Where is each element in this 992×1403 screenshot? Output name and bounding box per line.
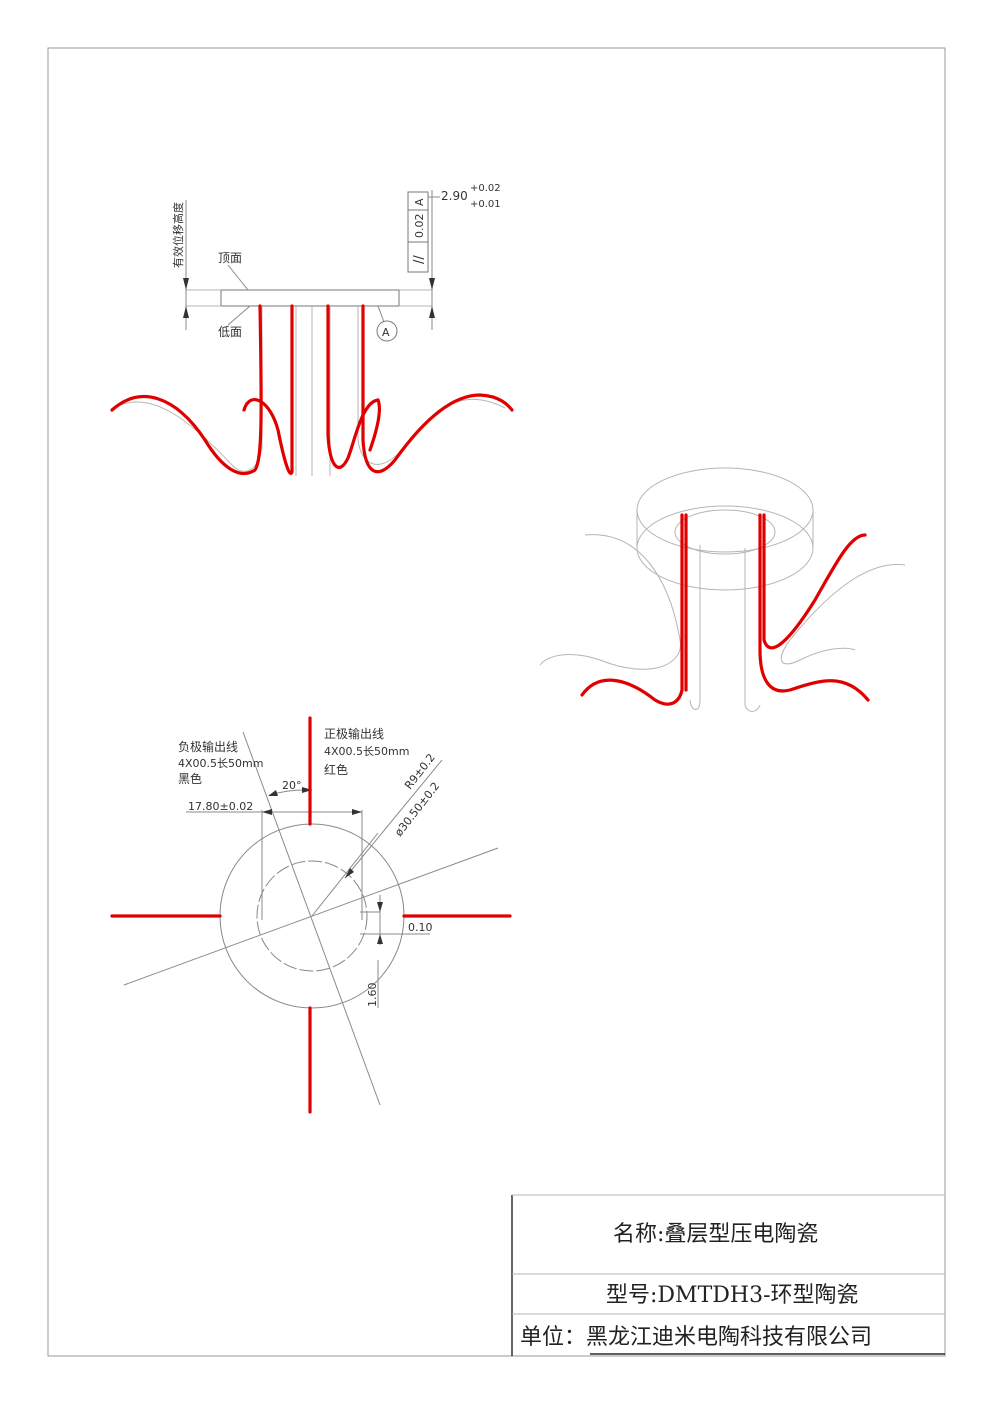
thickness-tol-lower: +0.01 <box>470 199 501 210</box>
title-block-name: 名称:叠层型压电陶瓷 <box>613 1222 818 1247</box>
positive-lead-spec: 4X00.5长50mm <box>324 745 409 758</box>
angle-label: 20° <box>282 779 302 792</box>
positive-lead-3 <box>326 304 382 469</box>
top-face-label: 顶面 <box>218 251 242 265</box>
positive-lead-title: 正极输出线 <box>324 726 384 741</box>
inner-ring-circle <box>256 860 368 972</box>
positive-lead-4 <box>361 304 514 474</box>
title-block-unit: 单位：黑龙江迪米电陶科技有限公司 <box>520 1325 872 1350</box>
effective-displacement-label: 有效位移高度 <box>171 202 185 268</box>
side-view: 有效位移高度 顶面 低面 // 0.02 A 2.90 +0.02 +0.01 … <box>110 183 514 476</box>
isometric-view <box>539 467 906 712</box>
title-block-model: 型号:DMTDH3-环型陶瓷 <box>606 1283 859 1308</box>
positive-lead-color: 红色 <box>324 762 348 777</box>
parallelism-symbol: // <box>412 255 427 264</box>
inner-dimension-label: 17.80±0.02 <box>188 800 253 813</box>
datum-circle-label: A <box>382 326 390 339</box>
negative-lead-color: 黑色 <box>178 772 202 786</box>
negative-lead-spec: 4X00.5长50mm <box>178 757 263 770</box>
gap-dimension-label: 0.10 <box>408 921 433 934</box>
iso-lead-4 <box>762 513 867 650</box>
iso-lead-1 <box>580 513 684 706</box>
outer-diameter-label: ø30.50±0.2 <box>392 780 442 839</box>
title-block: 名称:叠层型压电陶瓷 型号:DMTDH3-环型陶瓷 单位：黑龙江迪米电陶科技有限… <box>511 1194 945 1356</box>
parallelism-datum: A <box>413 198 426 206</box>
positive-lead-2 <box>242 304 294 475</box>
parallelism-value: 0.02 <box>413 214 426 239</box>
ceramic-body-side <box>220 289 400 307</box>
top-view: 负极输出线 4X00.5长50mm 黑色 正极输出线 4X00.5长50mm 红… <box>110 716 512 1114</box>
thickness-value: 2.90 <box>441 189 468 203</box>
negative-lead-title: 负极输出线 <box>178 739 238 754</box>
positive-lead-1 <box>110 304 263 476</box>
iso-lead-3 <box>758 513 870 702</box>
datum-circle <box>376 320 398 342</box>
bottom-face-label: 低面 <box>218 325 242 339</box>
thickness-tol-upper: +0.02 <box>470 183 501 194</box>
height-dimension-label: 1.60 <box>366 983 379 1008</box>
drawing-frame <box>47 47 946 1357</box>
